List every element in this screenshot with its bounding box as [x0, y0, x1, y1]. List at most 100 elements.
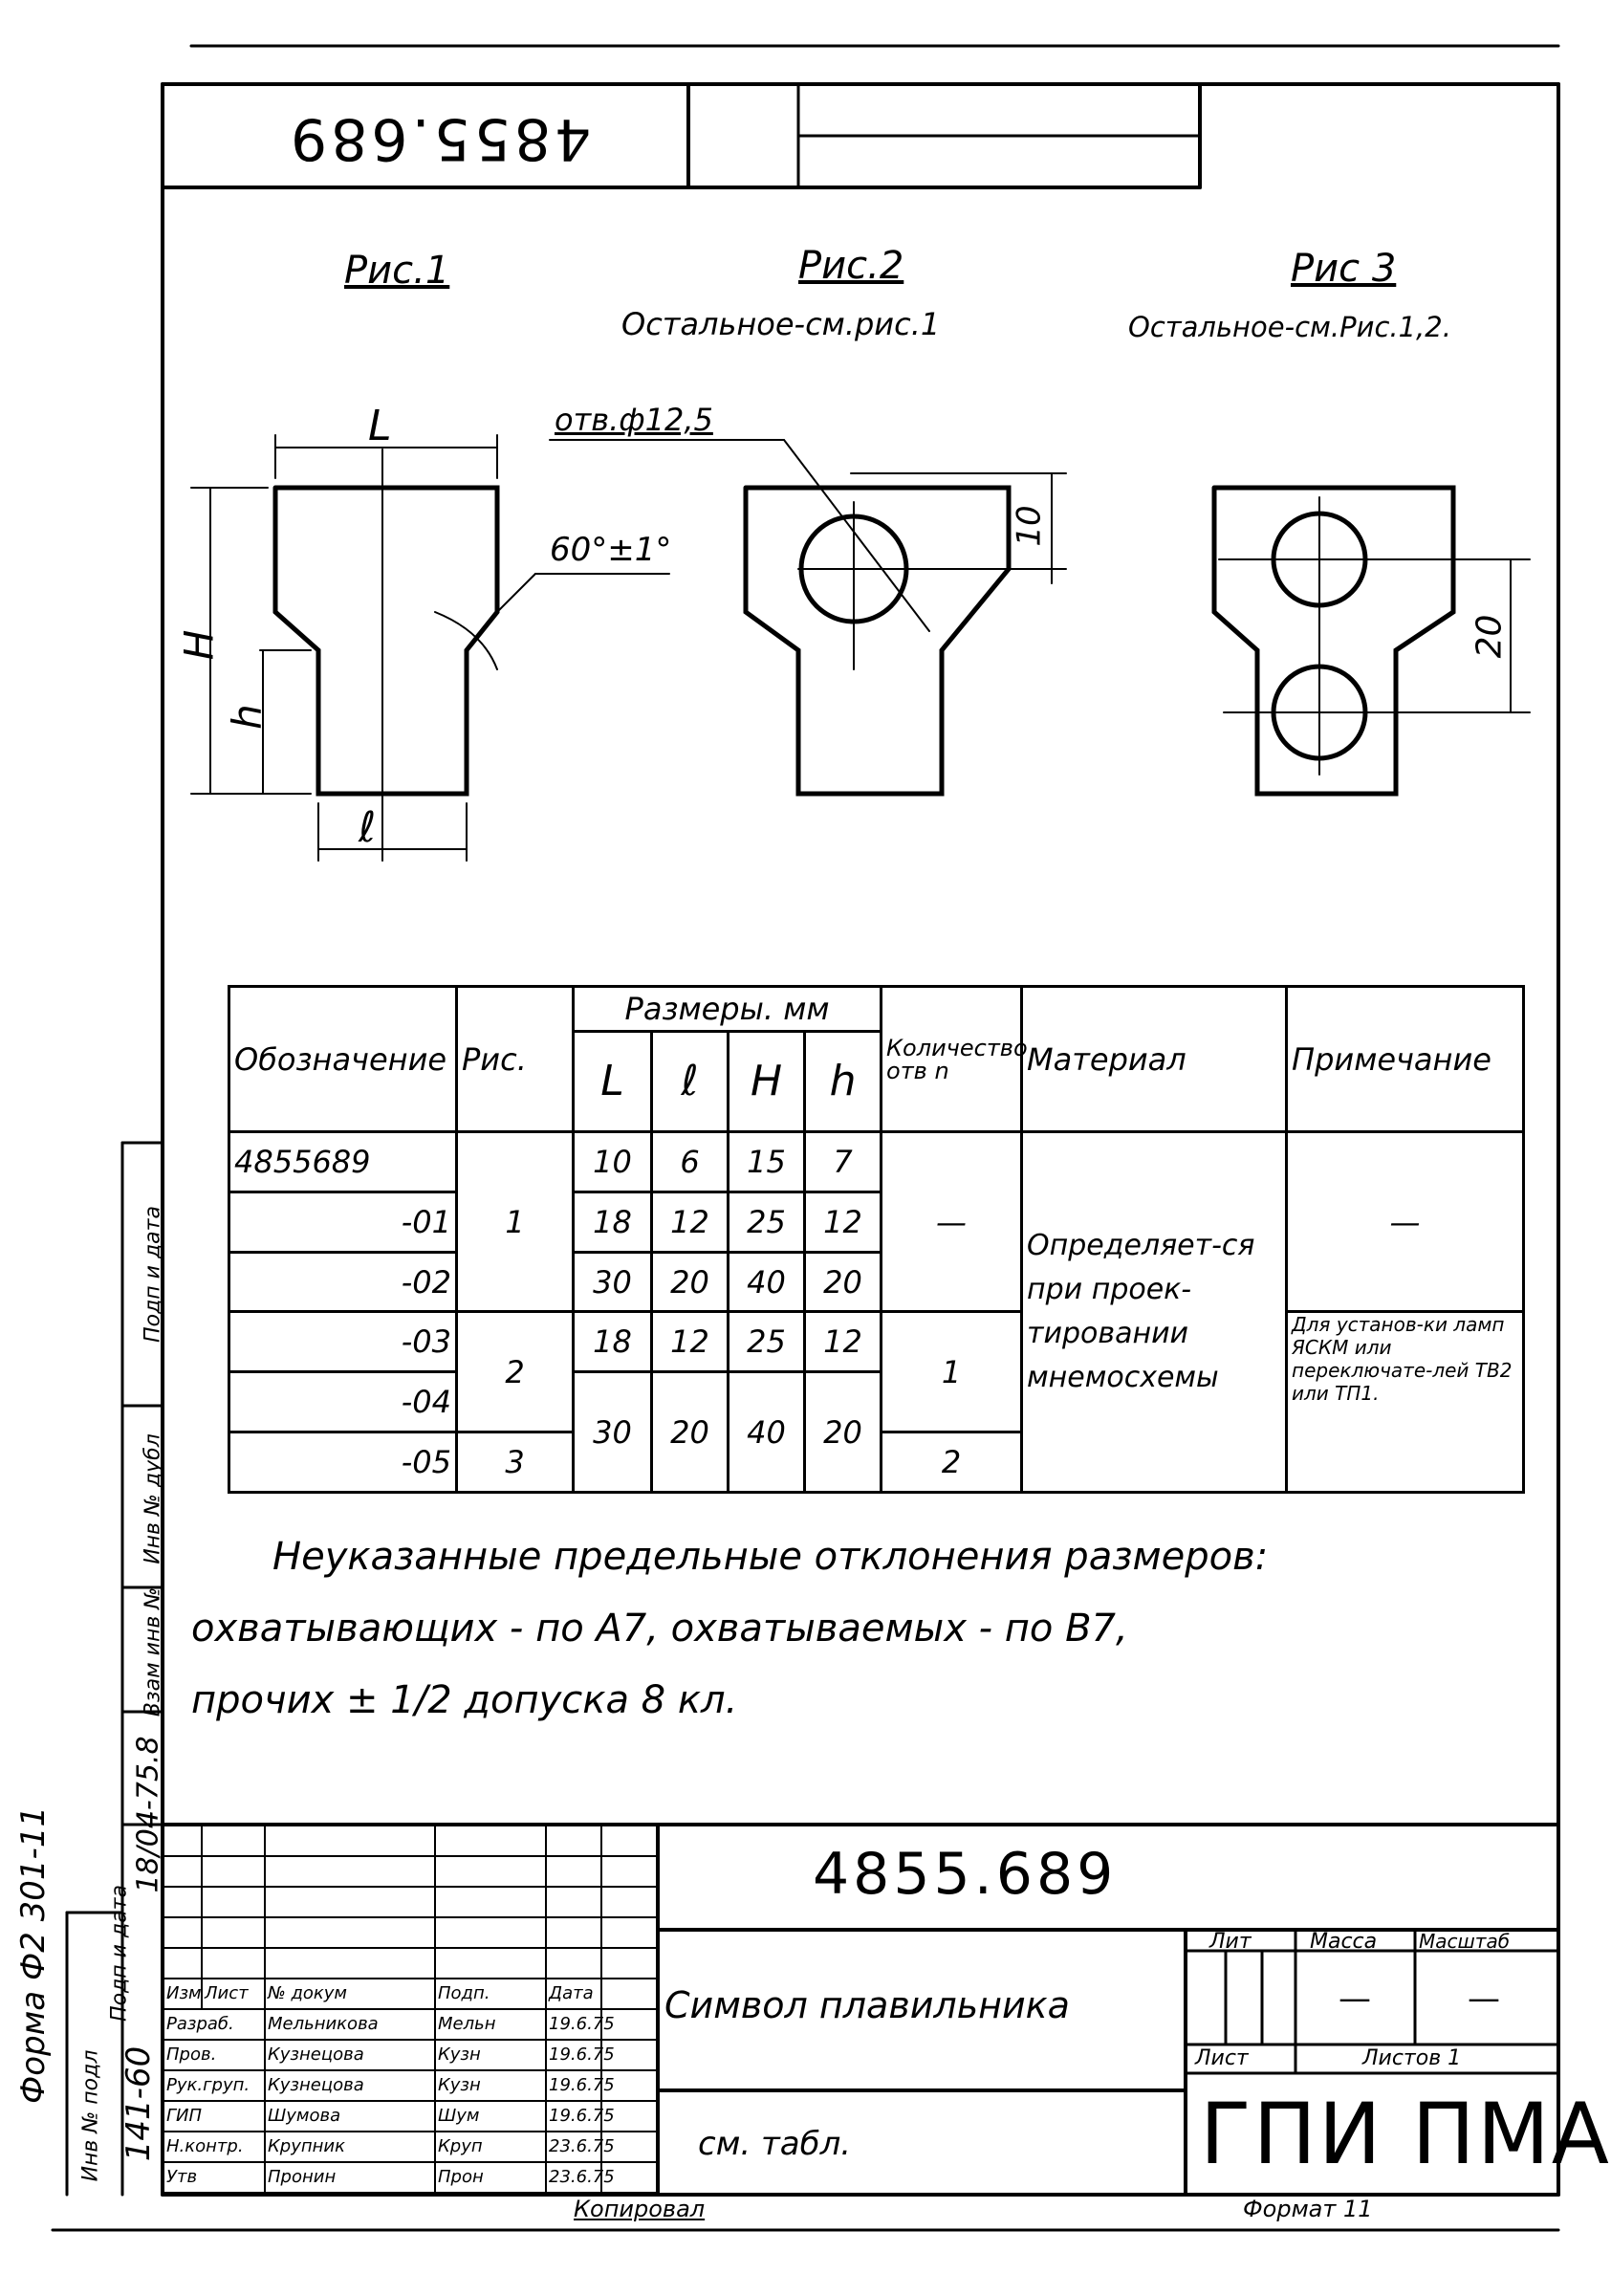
dim-L: L	[368, 402, 392, 450]
header-material: Материал	[1020, 985, 1289, 1133]
header-H: H	[727, 1029, 806, 1134]
row-H: 15	[727, 1130, 806, 1193]
role-label: Н.контр.	[163, 2131, 266, 2163]
dim-10: 10	[1010, 505, 1049, 547]
figure-2-caption: Рис.2	[798, 244, 904, 288]
role-date: 19.6.75	[545, 2008, 615, 2041]
side-label-sign-date: Подп и дата	[141, 1206, 165, 1343]
row-l: 6	[650, 1130, 729, 1193]
role-sign: Кузн	[434, 2039, 547, 2071]
row-H: 25	[727, 1310, 806, 1374]
copied-label: Копировал	[574, 2196, 706, 2222]
col-doc: № докум	[264, 1978, 436, 2010]
row-l: 12	[650, 1310, 729, 1374]
role-date: 19.6.75	[545, 2100, 615, 2132]
dim-l: ℓ	[359, 803, 377, 852]
title-doc-number: 4855.689	[813, 1841, 1118, 1908]
row-h: 12	[802, 1190, 883, 1254]
row-l: 12	[650, 1190, 729, 1254]
row-note: Для установ-ки ламп ЯСКМ или переключате…	[1285, 1310, 1526, 1494]
value-scale: —	[1468, 1979, 1500, 2018]
row-designation: -02	[228, 1250, 458, 1314]
row-L: 10	[572, 1130, 653, 1193]
role-name: Шумова	[264, 2100, 436, 2132]
role-name: Кузнецова	[264, 2039, 436, 2071]
role-label: Утв	[163, 2161, 266, 2194]
col-change: Изм	[163, 1978, 203, 2010]
header-fig: Рис.	[455, 985, 575, 1133]
spec-table: Обозначение Рис. Размеры. мм Количество …	[228, 985, 1526, 1494]
row-h: 20	[802, 1370, 883, 1494]
dim-h: h	[223, 704, 271, 730]
row-count: 2	[880, 1431, 1024, 1494]
label-sheets: Листов 1	[1362, 2046, 1462, 2070]
role-date: 19.6.75	[545, 2039, 615, 2071]
doc-number-rotated: 4855.689	[287, 105, 592, 172]
tolerance-line-1: Неуказанные предельные отклонения размер…	[272, 1535, 1269, 1579]
label-scale: Масштаб	[1419, 1930, 1511, 1953]
label-lit: Лит	[1209, 1930, 1252, 1954]
org-name: ГПИ ПМА	[1200, 2085, 1611, 2183]
col-sheet: Лист	[201, 1978, 266, 2010]
figure-2-note: Остальное-см.рис.1	[621, 306, 941, 342]
row-l: 20	[650, 1250, 729, 1314]
row-h: 7	[802, 1130, 883, 1193]
side-label-sign-date-2: Подп и дата	[107, 1885, 132, 2022]
role-label: ГИП	[163, 2100, 266, 2132]
col-date: Дата	[545, 1978, 602, 2010]
figure-3-caption: Рис 3	[1291, 247, 1397, 291]
role-sign: Прон	[434, 2161, 547, 2194]
row-L: 30	[572, 1250, 653, 1314]
role-sign: Мельн	[434, 2008, 547, 2041]
role-sign: Шум	[434, 2100, 547, 2132]
side-inv-value: 141-60	[120, 2045, 158, 2162]
row-count: 1	[880, 1310, 1024, 1434]
figure-3-note: Остальное-см.Рис.1,2.	[1128, 311, 1451, 343]
row-designation: -01	[228, 1190, 458, 1254]
label-sheet: Лист	[1195, 2046, 1249, 2070]
row-H: 40	[727, 1250, 806, 1314]
role-sign: Круп	[434, 2131, 547, 2163]
role-name: Мельникова	[264, 2008, 436, 2041]
value-mass: —	[1339, 1979, 1371, 2018]
dim-hole: отв.ф12,5	[555, 402, 713, 438]
label-mass: Масса	[1310, 1930, 1378, 1954]
row-material: Определяет-ся при проек-тировании мнемос…	[1020, 1130, 1289, 1494]
row-L: 30	[572, 1370, 653, 1494]
role-date: 23.6.75	[545, 2161, 615, 2194]
row-designation: 4855689	[228, 1130, 458, 1193]
header-sizes: Размеры. мм	[571, 985, 883, 1033]
row-H: 25	[727, 1190, 806, 1254]
row-H: 40	[727, 1370, 806, 1494]
format-label: Формат 11	[1243, 2196, 1373, 2222]
role-date: 19.6.75	[545, 2069, 615, 2102]
row-note: —	[1285, 1129, 1526, 1314]
tolerance-line-2: охватывающих - по А7, охватываемых - по …	[191, 1607, 1128, 1651]
role-label: Разраб.	[163, 2008, 266, 2041]
row-count: —	[880, 1129, 1024, 1314]
row-L: 18	[572, 1310, 653, 1374]
dim-20: 20	[1469, 614, 1510, 659]
title-material: см. табл.	[698, 2125, 852, 2163]
row-h: 20	[802, 1250, 883, 1314]
row-fig: 1	[455, 1129, 575, 1314]
row-fig: 3	[455, 1431, 575, 1494]
row-l: 20	[650, 1370, 729, 1494]
role-name: Кузнецова	[264, 2069, 436, 2102]
header-h: h	[802, 1029, 883, 1134]
col-sign: Подп.	[434, 1978, 547, 2010]
side-date-value: 18/04-75.8	[131, 1736, 165, 1893]
title-block-grid: Изм Лист № докум Подп. Дата Разраб.Мельн…	[163, 1825, 660, 2194]
side-label-orig-inv: Инв № подл	[78, 2049, 103, 2182]
row-designation: -04	[228, 1370, 458, 1434]
role-label: Пров.	[163, 2039, 266, 2071]
title-name: Символ плавильника	[664, 1984, 1070, 2026]
header-designation: Обозначение	[228, 985, 458, 1133]
role-label: Рук.груп.	[163, 2069, 266, 2102]
row-h: 12	[802, 1310, 883, 1374]
row-designation: -03	[228, 1310, 458, 1374]
header-note: Примечание	[1285, 985, 1526, 1133]
dim-H: H	[175, 629, 223, 661]
